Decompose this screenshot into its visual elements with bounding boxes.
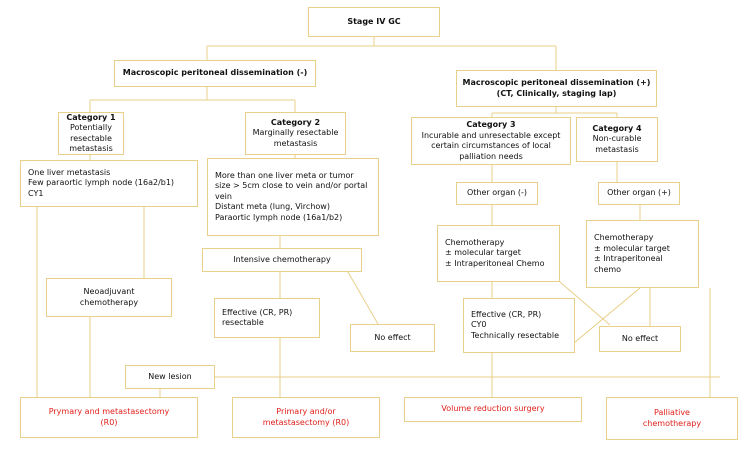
no-effect-cat4-label: No effect <box>621 333 659 343</box>
effective-cat2-node: Effective (CR, PR) resectable <box>214 298 320 338</box>
category4-title: Category 4 <box>592 123 642 133</box>
category3-line2: certain circumstances of local <box>431 141 551 150</box>
category2-title: Category 2 <box>270 117 321 127</box>
category1-node: Category 1 Potentially resectable metast… <box>58 112 124 155</box>
category1-line1: Potentially resectable <box>69 123 112 143</box>
peritoneal-negative-node: Macroscopic peritoneal dissemination (-) <box>114 60 316 87</box>
cat1-criteria-line3: CY1 <box>28 188 44 198</box>
other-organ-negative-node: Other organ (-) <box>456 182 538 205</box>
cat2-criteria-line4: Distant meta (lung, Virchow) <box>215 202 330 212</box>
outcome-primary-metastasectomy: Prymary and metastasectomy (R0) <box>20 397 198 438</box>
outcome3-label: Volume reduction surgery <box>441 404 545 414</box>
cat2-criteria-line5: Paraortic lymph node (16a1/b2) <box>215 212 343 222</box>
category3-line1: Incurable and unresectable except <box>421 130 561 140</box>
no-effect-cat2-label: No effect <box>374 332 411 342</box>
intensive-chemo-label: Intensive chemotherapy <box>233 254 331 264</box>
chemo-cat3-line2: ± molecular target <box>445 248 521 258</box>
cat1-criteria-line1: One liver metastasis <box>28 167 111 177</box>
category1-title: Category 1 <box>66 112 116 122</box>
category4-line2: metastasis <box>595 144 639 154</box>
neoadjuvant-node: Neoadjuvant chemotherapy <box>46 278 172 317</box>
neoadjuvant-line2: chemotherapy <box>79 297 139 307</box>
other-organ-negative-label: Other organ (-) <box>466 188 528 198</box>
effective-cat2-line2: resectable <box>222 318 264 327</box>
chemo-cat3-node: Chemotherapy ± molecular target ± Intrap… <box>437 225 560 282</box>
outcome1-line1: Prymary and metastasectomy <box>48 407 170 416</box>
cat2-criteria-line3: vein <box>215 191 232 201</box>
peritoneal-negative-label: Macroscopic peritoneal dissemination (-) <box>122 68 308 78</box>
chemo-cat4-line4: chemo <box>594 264 622 274</box>
chemo-cat3-line1: Chemotherapy <box>445 237 505 247</box>
cat1-criteria-line2: Few paraortic lymph node (16a2/b1) <box>28 178 175 188</box>
outcome1-line2: (R0) <box>100 417 118 427</box>
effective-cat2-line1: Effective (CR, PR) <box>222 307 293 317</box>
chemo-cat4-line2: ± molecular target <box>594 243 670 253</box>
neoadjuvant-line1: Neoadjuvant <box>83 287 135 296</box>
root-node: Stage IV GC <box>308 7 440 37</box>
outcome-palliative-chemotherapy: Palliative chemotherapy <box>606 397 738 440</box>
outcome4-line1: Palliative <box>654 408 690 417</box>
outcome4-line2: chemotherapy <box>642 418 702 428</box>
category3-title: Category 3 <box>466 120 516 129</box>
category2-line2: metastasis <box>273 138 318 148</box>
peritoneal-positive-line1: Macroscopic peritoneal dissemination (+) <box>462 78 651 87</box>
category2-line1: Marginally resectable <box>252 128 339 138</box>
category4-line1: Non-curable <box>592 134 642 144</box>
chemo-cat3-line3: ± Intraperitoneal Chemo <box>445 258 545 268</box>
peritoneal-positive-line2: (CT, Clinically, staging lap) <box>496 88 617 98</box>
cat2-criteria-node: More than one liver meta or tumor size >… <box>207 158 379 236</box>
intensive-chemo-node: Intensive chemotherapy <box>202 248 362 272</box>
outcome2-line2: metastasectomy (R0) <box>262 417 350 427</box>
cat2-criteria-line2: size > 5cm close to vein and/or portal <box>215 181 368 191</box>
new-lesion-node: New lesion <box>125 365 215 389</box>
effective-cat3-line3: Technically resectable <box>471 330 560 340</box>
cat2-criteria-line1: More than one liver meta or tumor <box>215 170 354 180</box>
no-effect-cat4-node: No effect <box>599 326 681 352</box>
root-label: Stage IV GC <box>347 16 401 26</box>
chemo-cat4-line3: ± Intraperitoneal <box>594 254 663 263</box>
outcome-volume-reduction-surgery: Volume reduction surgery <box>404 397 582 422</box>
no-effect-cat2-node: No effect <box>350 324 435 352</box>
category4-node: Category 4 Non-curable metastasis <box>576 117 658 162</box>
chemo-cat4-line1: Chemotherapy <box>594 233 654 242</box>
chemo-cat4-node: Chemotherapy ± molecular target ± Intrap… <box>586 220 699 288</box>
other-organ-positive-label: Other organ (+) <box>607 188 671 198</box>
effective-cat3-line1: Effective (CR, PR) <box>471 309 542 319</box>
category1-line2: metastasis <box>69 144 113 153</box>
effective-cat3-node: Effective (CR, PR) CY0 Technically resec… <box>463 298 575 353</box>
peritoneal-positive-node: Macroscopic peritoneal dissemination (+)… <box>456 70 657 107</box>
outcome-primary-and-or-metastasectomy: Primary and/or metastasectomy (R0) <box>232 397 380 438</box>
category3-line3: palliation needs <box>459 151 523 161</box>
category3-node: Category 3 Incurable and unresectable ex… <box>411 117 571 165</box>
new-lesion-label: New lesion <box>148 371 192 381</box>
effective-cat3-line2: CY0 <box>471 320 487 330</box>
outcome2-line1: Primary and/or <box>276 407 336 416</box>
cat1-criteria-node: One liver metastasis Few paraortic lymph… <box>20 160 198 207</box>
category2-node: Category 2 Marginally resectable metasta… <box>245 112 346 155</box>
other-organ-positive-node: Other organ (+) <box>598 182 680 205</box>
